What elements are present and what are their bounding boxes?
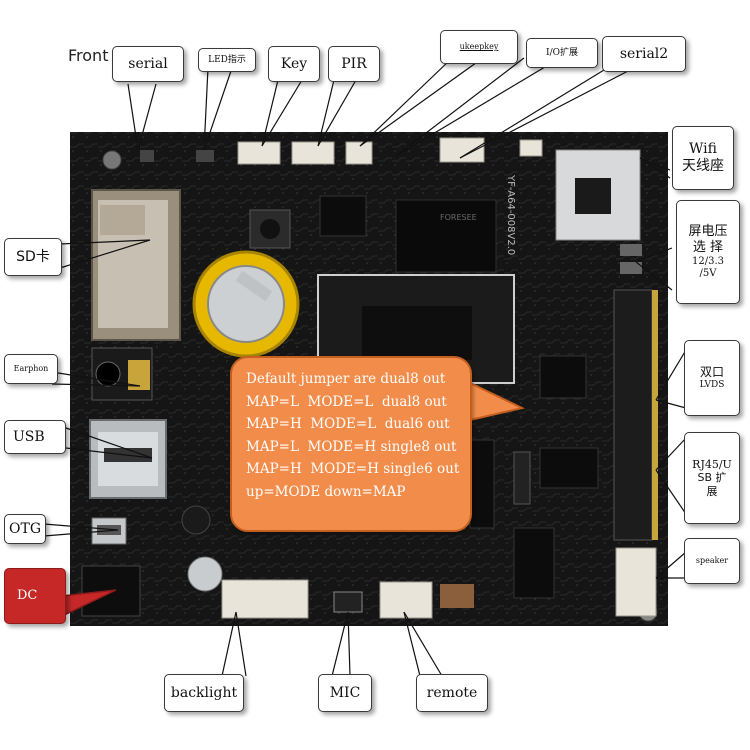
- screen-voltage-line3: 12/3.3: [692, 255, 724, 267]
- serial-label: serial: [112, 46, 184, 82]
- lvds-label: 双口 LVDS: [684, 340, 740, 416]
- board-model-silkscreen: YF-A64-008V2.0: [505, 174, 516, 255]
- pin-header: [613, 244, 658, 541]
- rj45-label-line1: RJ45/U: [692, 458, 732, 472]
- sd-slot: [91, 189, 181, 341]
- screen-voltage-label: 屏电压 选 择 12/3.3 /5V: [676, 200, 740, 304]
- callout-line: MAP=H MODE=L dual6 out: [246, 416, 450, 432]
- serial2-label: serial2: [602, 36, 686, 72]
- chip-label: FORESEE: [440, 213, 477, 222]
- earphone-label: Earphon: [4, 354, 58, 384]
- speaker-label: speaker: [684, 538, 740, 584]
- pir-label: PIR: [328, 46, 380, 82]
- sd-label: SD卡: [4, 238, 62, 276]
- backlight-label: backlight: [164, 674, 244, 712]
- remote-connector: [379, 581, 433, 619]
- usb-label: USB: [4, 420, 66, 454]
- lvds-label-line1: 双口: [699, 365, 724, 380]
- ukeepkey-label: ukeepkey: [440, 30, 518, 64]
- rj45-usb-label: RJ45/U SB 扩 展: [684, 432, 740, 524]
- key-label: Key: [268, 46, 320, 82]
- coin-battery: [192, 250, 300, 358]
- pointer-lines: [43, 57, 687, 677]
- callout-line: Default jumper are dual8 out: [246, 371, 446, 387]
- wifi-label-line2: 天线座: [682, 158, 724, 174]
- mic-connector: [333, 591, 363, 613]
- screen-voltage-line2: 选 择: [692, 240, 724, 255]
- io-label: I/O扩展: [526, 38, 598, 68]
- front-label: Front: [68, 46, 109, 65]
- jumper-callout: Default jumper are dual8 out MAP=L MODE=…: [230, 356, 472, 532]
- screen-voltage-line4: /5V: [699, 267, 717, 279]
- usb-port: [89, 419, 167, 499]
- top-connectors: [237, 137, 543, 165]
- otg-label: OTG: [4, 514, 46, 544]
- backlight-connector: [221, 579, 309, 619]
- lvds-label-line2: LVDS: [699, 379, 725, 390]
- remote-label: remote: [416, 674, 488, 712]
- memory-chip: [395, 199, 497, 273]
- callout-line: MAP=L MODE=H single8 out: [246, 438, 457, 455]
- mic-label: MIC: [318, 674, 372, 712]
- led-label: LED指示: [198, 48, 256, 72]
- callout-line: MAP=H MODE=H single6 out: [246, 461, 460, 477]
- screen-voltage-line1: 屏电压: [688, 224, 728, 240]
- callout-line: up=MODE down=MAP: [246, 483, 406, 500]
- speaker-connector: [615, 547, 657, 617]
- callout-line: MAP=L MODE=L dual8 out: [246, 393, 447, 410]
- wifi-label: Wifi 天线座: [672, 126, 734, 190]
- wifi-label-line1: Wifi: [689, 141, 717, 158]
- dc-label: DC: [4, 568, 66, 624]
- rj45-label-line3: 展: [706, 484, 718, 498]
- rj45-label-line2: SB 扩: [697, 471, 727, 485]
